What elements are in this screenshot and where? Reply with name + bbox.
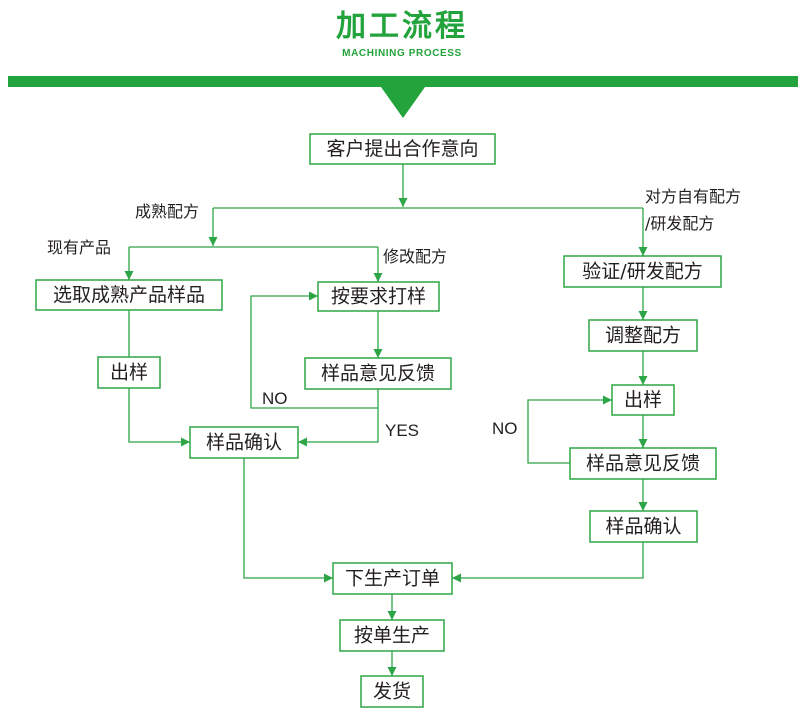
node-label: 出样 — [110, 362, 148, 384]
node-left-sample-confirm: 样品确认 — [189, 426, 299, 459]
node-label: 样品确认 — [605, 516, 681, 538]
node-left-sample-out: 出样 — [97, 356, 161, 389]
header-bar — [8, 76, 798, 87]
label-mature-formula: 成熟配方 — [135, 202, 199, 221]
page-subtitle: MACHINING PROCESS — [342, 48, 462, 59]
node-box — [563, 255, 722, 288]
node-label: 客户提出合作意向 — [326, 138, 478, 160]
node-label: 按要求打样 — [331, 286, 426, 308]
node-label: 出样 — [624, 389, 662, 411]
node-left-sample-feedback: 样品意见反馈 — [304, 357, 452, 390]
node-produce-by-order: 按单生产 — [339, 619, 445, 652]
node-customer-intent: 客户提出合作意向 — [309, 133, 496, 165]
node-label: 调整配方 — [605, 325, 681, 347]
node-label: 下生产订单 — [345, 568, 440, 590]
edge-left-sample-out-to-confirm — [128, 388, 190, 447]
node-ship: 发货 — [360, 675, 424, 708]
node-box — [339, 619, 445, 652]
node-box — [97, 356, 161, 389]
edge-left-feedback-no-loop — [250, 291, 378, 409]
label-modify-formula: 修改配方 — [383, 247, 447, 266]
node-label: 样品意见反馈 — [586, 453, 700, 475]
edge-labels: 成熟配方 对方自有配方 /研发配方 现有产品 修改配方 NO YES NO — [47, 187, 741, 440]
edge-left-confirm-to-order — [243, 458, 333, 583]
node-right-sample-out: 出样 — [611, 384, 675, 416]
header-bar-pointer — [381, 87, 425, 118]
node-box — [309, 133, 496, 165]
node-label: 选取成熟产品样品 — [53, 284, 205, 306]
label-own-formula-line1: 对方自有配方 — [645, 187, 741, 206]
node-box — [317, 281, 440, 312]
node-box — [189, 426, 299, 459]
label-own-formula-line2: /研发配方 — [645, 214, 714, 233]
node-right-sample-confirm: 样品确认 — [589, 510, 698, 543]
node-box — [332, 562, 453, 595]
node-box — [569, 447, 717, 480]
node-verify-develop-formula: 验证/研发配方 — [563, 255, 722, 288]
node-label: 发货 — [373, 681, 411, 703]
header: 加工流程 MACHINING PROCESS — [8, 9, 798, 118]
label-existing-product: 现有产品 — [47, 238, 111, 257]
node-box — [360, 675, 424, 708]
label-left-yes: YES — [385, 421, 419, 440]
node-label: 验证/研发配方 — [582, 261, 702, 283]
node-adjust-formula: 调整配方 — [588, 319, 698, 352]
node-label: 样品意见反馈 — [321, 363, 435, 385]
page-title: 加工流程 — [336, 9, 468, 44]
label-right-no: NO — [492, 419, 518, 438]
connectors — [124, 164, 648, 676]
node-label: 按单生产 — [354, 625, 430, 647]
node-box — [304, 357, 452, 390]
label-left-no: NO — [262, 389, 288, 408]
edge-right-feedback-no-loop — [527, 395, 612, 464]
node-box — [589, 510, 698, 543]
node-box — [588, 319, 698, 352]
node-production-order: 下生产订单 — [332, 562, 453, 595]
node-box — [611, 384, 675, 416]
node-make-sample-on-request: 按要求打样 — [317, 281, 440, 312]
node-right-sample-feedback: 样品意见反馈 — [569, 447, 717, 480]
edge-right-confirm-to-order — [452, 542, 644, 583]
edge-left-feedback-yes — [298, 389, 379, 447]
node-label: 样品确认 — [206, 432, 282, 454]
node-box — [35, 279, 223, 311]
node-select-mature-sample: 选取成熟产品样品 — [35, 279, 223, 311]
